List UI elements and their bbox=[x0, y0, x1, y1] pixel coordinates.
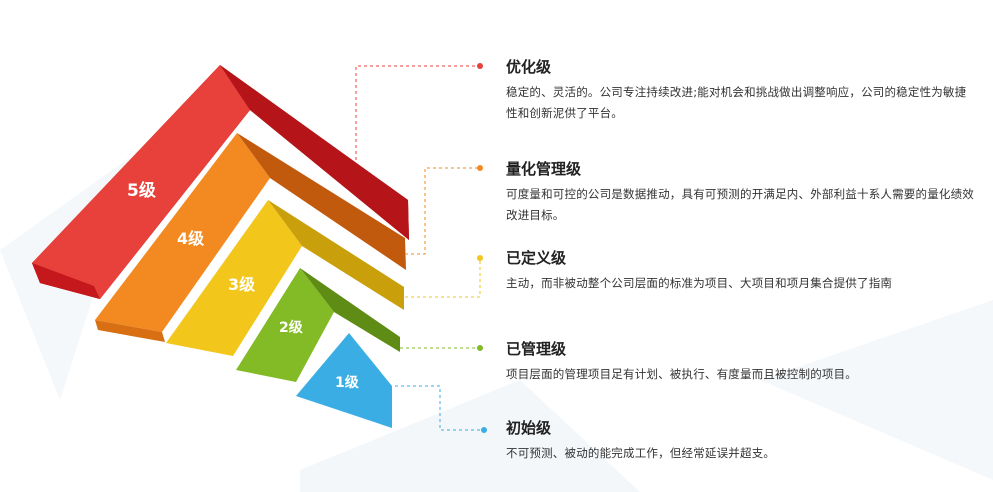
level-2-item: 已管理级 项目层面的管理项目足有计划、被执行、有度量而且被控制的项目。 bbox=[506, 339, 976, 385]
connectors bbox=[355, 65, 484, 431]
level-1-tag: 1级 bbox=[335, 375, 359, 391]
level-5-desc: 稳定的、灵活的。公司专注持续改进;能对机会和挑战做出调整响应，公司的稳定性为敏捷… bbox=[506, 85, 967, 120]
pyramid-level-1 bbox=[296, 333, 392, 428]
level-2-title: 已管理级 bbox=[506, 340, 567, 358]
level-4-desc: 可度量和可控的公司是数据推动，具有可预测的开满足内、外部利益十系人需要的量化绩效… bbox=[506, 187, 974, 222]
level-2-tag: 2级 bbox=[279, 320, 303, 336]
level-2-desc: 项目层面的管理项目足有计划、被执行、有度量而且被控制的项目。 bbox=[506, 367, 857, 381]
level-3-item: 已定义级 主动，而非被动整个公司层面的标准为项目、大项目和项月集合提供了指南 bbox=[506, 248, 976, 294]
level-3-title: 已定义级 bbox=[506, 249, 567, 267]
pyramid-level-2 bbox=[236, 268, 400, 382]
level-5-tag: 5级 bbox=[127, 181, 156, 201]
level-3-tag: 3级 bbox=[228, 275, 256, 294]
level-4-item: 量化管理级 可度量和可控的公司是数据推动，具有可预测的开满足内、外部利益十系人需… bbox=[506, 159, 976, 226]
connector-dots bbox=[477, 63, 487, 433]
level-4-title: 量化管理级 bbox=[506, 160, 582, 178]
pyramid-level-4 bbox=[95, 133, 406, 342]
level-5-title: 优化级 bbox=[506, 58, 552, 76]
level-3-desc: 主动，而非被动整个公司层面的标准为项目、大项目和项月集合提供了指南 bbox=[506, 276, 893, 290]
pyramid-level-5 bbox=[32, 65, 409, 299]
level-1-desc: 不可预测、被动的能完成工作，但经常延误并超支。 bbox=[506, 446, 776, 460]
level-1-item: 初始级 不可预测、被动的能完成工作，但经常延误并超支。 bbox=[506, 418, 976, 464]
level-5-item: 优化级 稳定的、灵活的。公司专注持续改进;能对机会和挑战做出调整响应，公司的稳定… bbox=[506, 57, 976, 124]
level-4-tag: 4级 bbox=[177, 229, 205, 248]
level-1-title: 初始级 bbox=[506, 419, 552, 437]
pyramid-level-3 bbox=[166, 200, 404, 356]
